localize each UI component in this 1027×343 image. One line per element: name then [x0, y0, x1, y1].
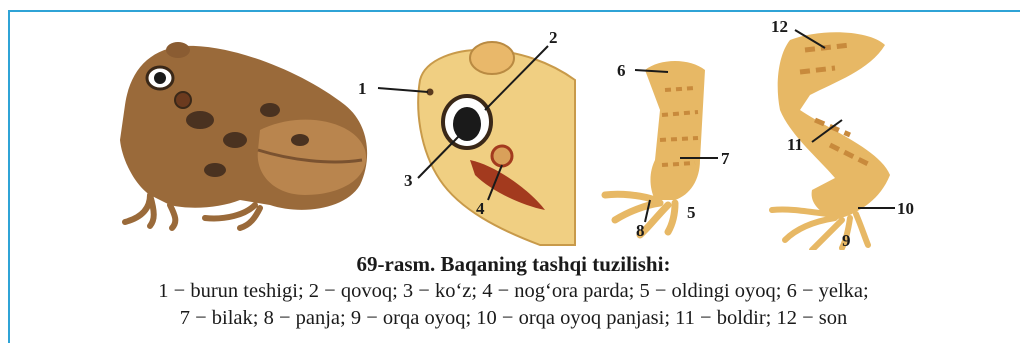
label-5: 5	[687, 203, 696, 222]
figure-caption-line-1: 1 − burun teshigi; 2 − qovoq; 3 − ko‘z; …	[0, 280, 1027, 303]
label-8: 8	[636, 221, 645, 240]
label-9: 9	[842, 231, 851, 250]
label-7: 7	[721, 149, 730, 168]
frog-head-closeup	[418, 42, 575, 245]
label-3: 3	[404, 171, 413, 190]
frog-figure: 1 2 3 4 5 6 7 8 9 10 11 12	[0, 0, 1027, 250]
frog-illustration	[120, 42, 367, 228]
label-12: 12	[771, 17, 788, 36]
figure-caption-line-2: 7 − bilak; 8 − panja; 9 − orqa oyoq; 10 …	[0, 307, 1027, 330]
label-1: 1	[358, 79, 367, 98]
label-2: 2	[549, 28, 558, 47]
figure-caption-title: 69-rasm. Baqaning tashqi tuzilishi:	[0, 252, 1027, 277]
label-10: 10	[897, 199, 914, 218]
label-6: 6	[617, 61, 626, 80]
label-11: 11	[787, 135, 803, 154]
label-4: 4	[476, 199, 485, 218]
